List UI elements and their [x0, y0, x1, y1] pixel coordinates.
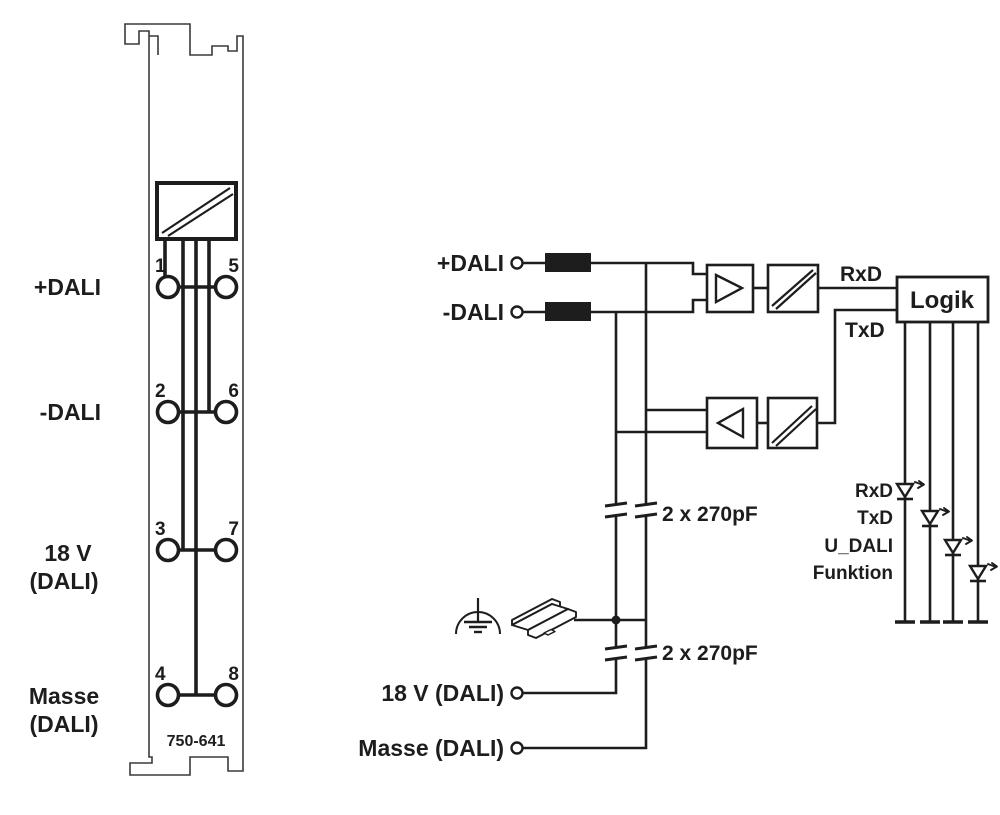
terminal-minus-dali [510, 305, 524, 319]
receive-amplifier-icon [705, 263, 755, 314]
receive-isolator-icon [766, 263, 820, 314]
contact-1 [155, 274, 181, 300]
pin-number-4: 4 [155, 664, 166, 685]
contact-6 [213, 399, 239, 425]
row-label-18v: 18 V [44, 540, 92, 566]
filter-choke-minus-icon [545, 302, 591, 321]
junction-dot [611, 615, 621, 625]
input-label-plus-dali: +DALI [437, 250, 504, 276]
led-label-u-dali: U_DALI [824, 536, 893, 557]
terminal-plus-dali [510, 256, 524, 270]
input-label-masse: Masse (DALI) [358, 735, 504, 761]
terminal-18v [510, 686, 524, 700]
module-housing-latch-step [149, 35, 159, 55]
signal-label-rxd: RxD [840, 263, 882, 286]
contact-3 [155, 537, 181, 563]
signal-label-txd: TxD [845, 319, 885, 342]
bus-module-drawing: 1 5 2 6 3 7 4 8 +DALI -DALI 18 V (DALI) … [29, 23, 244, 776]
led-label-txd: TxD [857, 508, 893, 529]
pin-number-5: 5 [228, 256, 239, 277]
logic-block: Logik [895, 275, 990, 324]
led-label-rxd: RxD [855, 481, 893, 502]
row-label-18v-2: (DALI) [30, 568, 99, 594]
pin-number-8: 8 [228, 664, 239, 685]
row-label-minus-dali: -DALI [40, 399, 101, 425]
led-rxd-icon [894, 480, 925, 501]
module-contact-numbers: 1 5 2 6 3 7 4 8 [155, 256, 239, 685]
pin-number-7: 7 [228, 519, 239, 540]
module-row-labels: +DALI -DALI 18 V (DALI) Masse (DALI) [29, 274, 101, 737]
row-label-masse: Masse [29, 683, 99, 709]
contact-8 [213, 682, 239, 708]
din-rail-icon [511, 598, 577, 639]
row-label-plus-dali: +DALI [34, 274, 101, 300]
pin-number-3: 3 [155, 519, 166, 540]
filter-choke-plus-icon [545, 253, 591, 272]
functional-earth-icon [455, 598, 501, 635]
pin-number-6: 6 [228, 381, 239, 402]
status-led-block [894, 322, 998, 624]
input-label-minus-dali: -DALI [443, 299, 504, 325]
capacitor-pair-bottom-icon [604, 644, 658, 662]
contact-2 [155, 399, 181, 425]
led-labels: RxD TxD U_DALI Funktion [813, 481, 893, 584]
pin-number-2: 2 [155, 381, 166, 402]
capacitor-label-bottom: 2 x 270pF [662, 642, 758, 665]
capacitor-label-top: 2 x 270pF [662, 503, 758, 526]
part-number: 750-641 [167, 733, 226, 750]
module-contacts [155, 274, 239, 708]
transmit-driver-icon [705, 396, 759, 450]
module-internal-wiring [163, 239, 215, 697]
pin-number-1: 1 [155, 256, 166, 277]
contact-5 [213, 274, 239, 300]
led-funktion-icon [967, 562, 998, 583]
module-housing-outline [124, 23, 244, 776]
capacitor-pair-top-icon [604, 501, 658, 519]
logic-label: Logik [910, 287, 975, 314]
contact-4 [155, 682, 181, 708]
terminal-masse [510, 741, 524, 755]
schematic-wiring [523, 261, 897, 750]
transmit-isolator-icon [766, 396, 819, 450]
circuit-schematic: +DALI -DALI 18 V (DALI) Masse (DALI) [358, 250, 998, 761]
led-txd-icon [919, 507, 950, 528]
led-u-dali-icon [942, 536, 973, 557]
row-label-masse-2: (DALI) [30, 711, 99, 737]
contact-7 [213, 537, 239, 563]
input-label-18v: 18 V (DALI) [381, 680, 504, 706]
transformer-icon [155, 181, 238, 241]
led-label-funktion: Funktion [813, 563, 893, 584]
